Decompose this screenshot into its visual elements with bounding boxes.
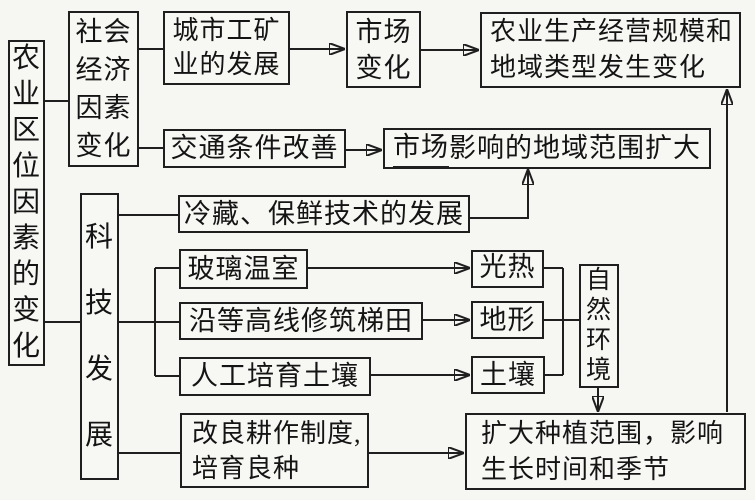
node-market-scope-expansion: 市场影响的地域范围扩大 [383,128,711,169]
node-artificial-soil-cultivation: 人工培育土壤 [179,357,371,396]
node-label-underlined: 光热 [479,250,536,288]
node-agri-scale-type-change: 农业生产经营规模和 地域类型发生变化 [480,12,741,88]
node-contour-terrace-building: 沿等高线修筑梯田 [179,302,423,340]
node-socioeconomic-factor-change: 社会 经济 因素 变化 [68,11,139,167]
node-science-technology-development: 科 技 发 展 [80,193,119,480]
node-label: 农业生产经营规模和 地域类型发生变化 [490,17,734,82]
node-terrain: 地形 [471,301,544,339]
node-label: 地形 [479,304,536,335]
node-label: 城市工矿 业的发展 [172,16,281,79]
node-label: 自 然 环 境 [585,267,612,384]
node-label-underlined: 市场 [393,130,449,168]
node-label: 交通条件改善 [170,133,339,163]
node-label: 市场 变化 [355,16,412,83]
node-agricultural-location-factors: 农 业 区 位 因 素 的 变 化 [8,40,45,366]
node-expand-planting-range: 扩大种植范围，影响 生长时间和季节 [465,413,746,490]
arrow-cold-chain-to-market-scope [469,170,528,219]
node-label: 沿等高线修筑梯田 [189,305,413,336]
node-transport-improvement: 交通条件改善 [163,129,346,168]
node-label: 影响的地域范围扩大 [449,133,701,163]
node-city-mining-development: 城市工矿 业的发展 [163,11,290,85]
node-label: 冷藏、保鲜技术的发展 [184,198,464,229]
node-soil: 土壤 [471,356,545,394]
node-market-change: 市场 变化 [346,11,421,88]
node-natural-environment: 自 然 环 境 [579,264,619,388]
node-farming-system-reform: 改良耕作制度, 培育良种 [180,413,369,488]
node-light-heat: 光热 [471,250,544,288]
node-label: 改良耕作制度, 培育良种 [192,418,362,483]
node-label: 社会 经济 因素 变化 [75,17,132,161]
node-label: 土壤 [480,359,536,390]
node-label: 扩大种植范围，影响 生长时间和季节 [481,418,725,484]
node-label: 玻璃温室 [187,253,300,284]
node-label: 人工培育土壤 [191,361,359,391]
node-glass-greenhouse: 玻璃温室 [179,249,308,289]
node-cold-storage-technology: 冷藏、保鲜技术的发展 [178,195,470,233]
node-label: 科 技 发 展 [84,221,114,451]
node-label: 农 业 区 位 因 素 的 变 化 [11,43,41,362]
